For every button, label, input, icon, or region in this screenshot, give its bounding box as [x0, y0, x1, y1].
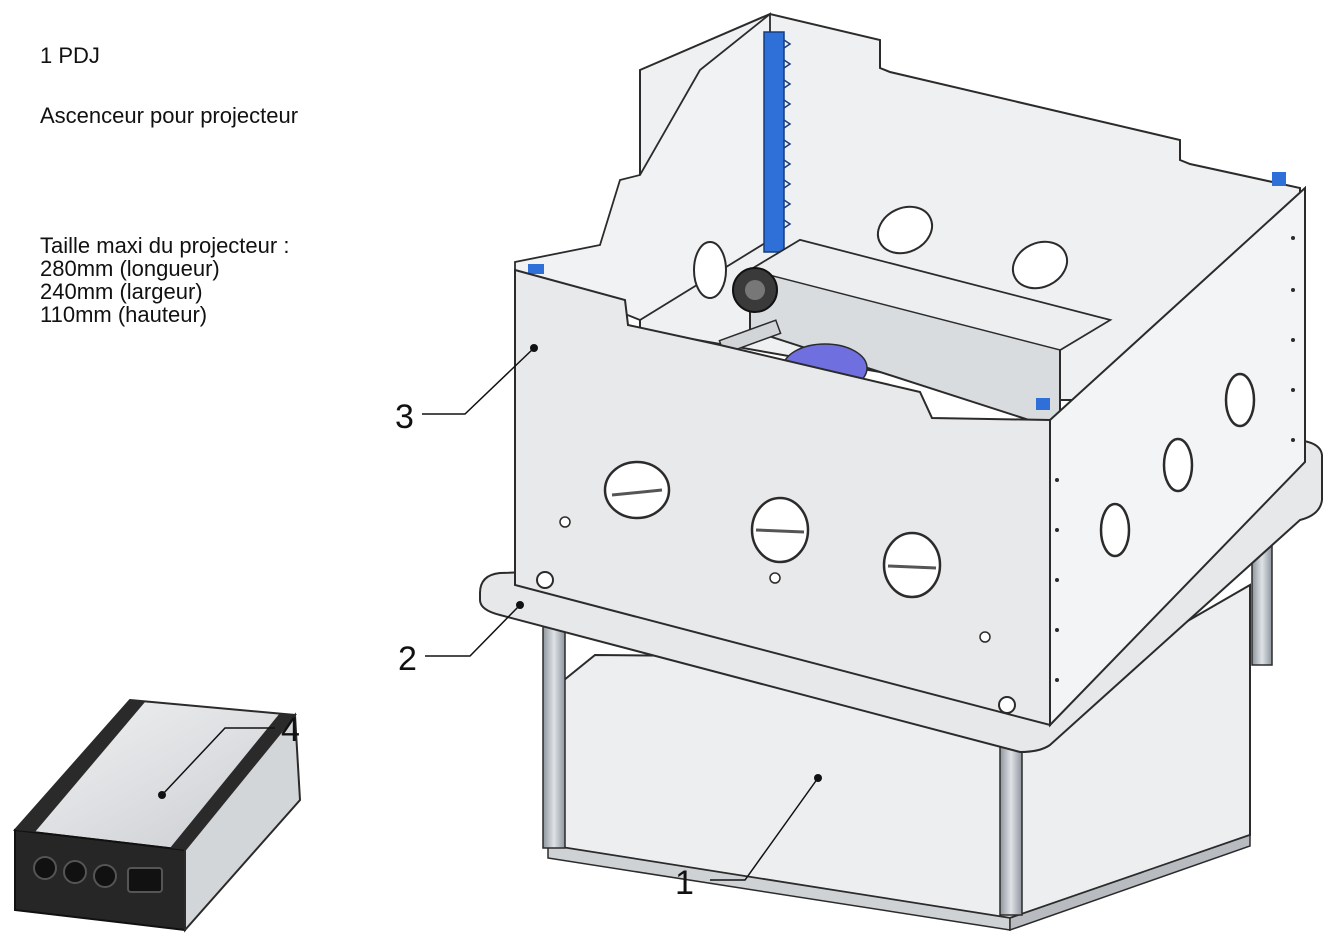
callout-3-label: 3 — [395, 398, 414, 436]
spec-length: 280mm (longueur) — [40, 256, 220, 281]
control-box — [12, 698, 302, 933]
specs-title: Taille maxi du projecteur : — [40, 233, 290, 258]
model-title: 1 PDJ — [40, 43, 100, 68]
spec-height: 110mm (hauteur) — [40, 302, 208, 327]
spec-width: 240mm (largeur) — [40, 279, 203, 304]
specs-block: Taille maxi du projecteur : 280mm (longu… — [40, 234, 289, 326]
callout-1-label: 1 — [675, 864, 694, 902]
callout-4-label: 4 — [281, 711, 300, 749]
callout-1: 1 — [675, 774, 822, 902]
product-description: Ascenceur pour projecteur — [40, 103, 299, 128]
callout-2: 2 — [398, 601, 524, 678]
callout-2-label: 2 — [398, 640, 417, 678]
callout-4: 4 — [158, 711, 300, 799]
callout-3: 3 — [395, 344, 538, 436]
main-box — [514, 12, 1306, 728]
